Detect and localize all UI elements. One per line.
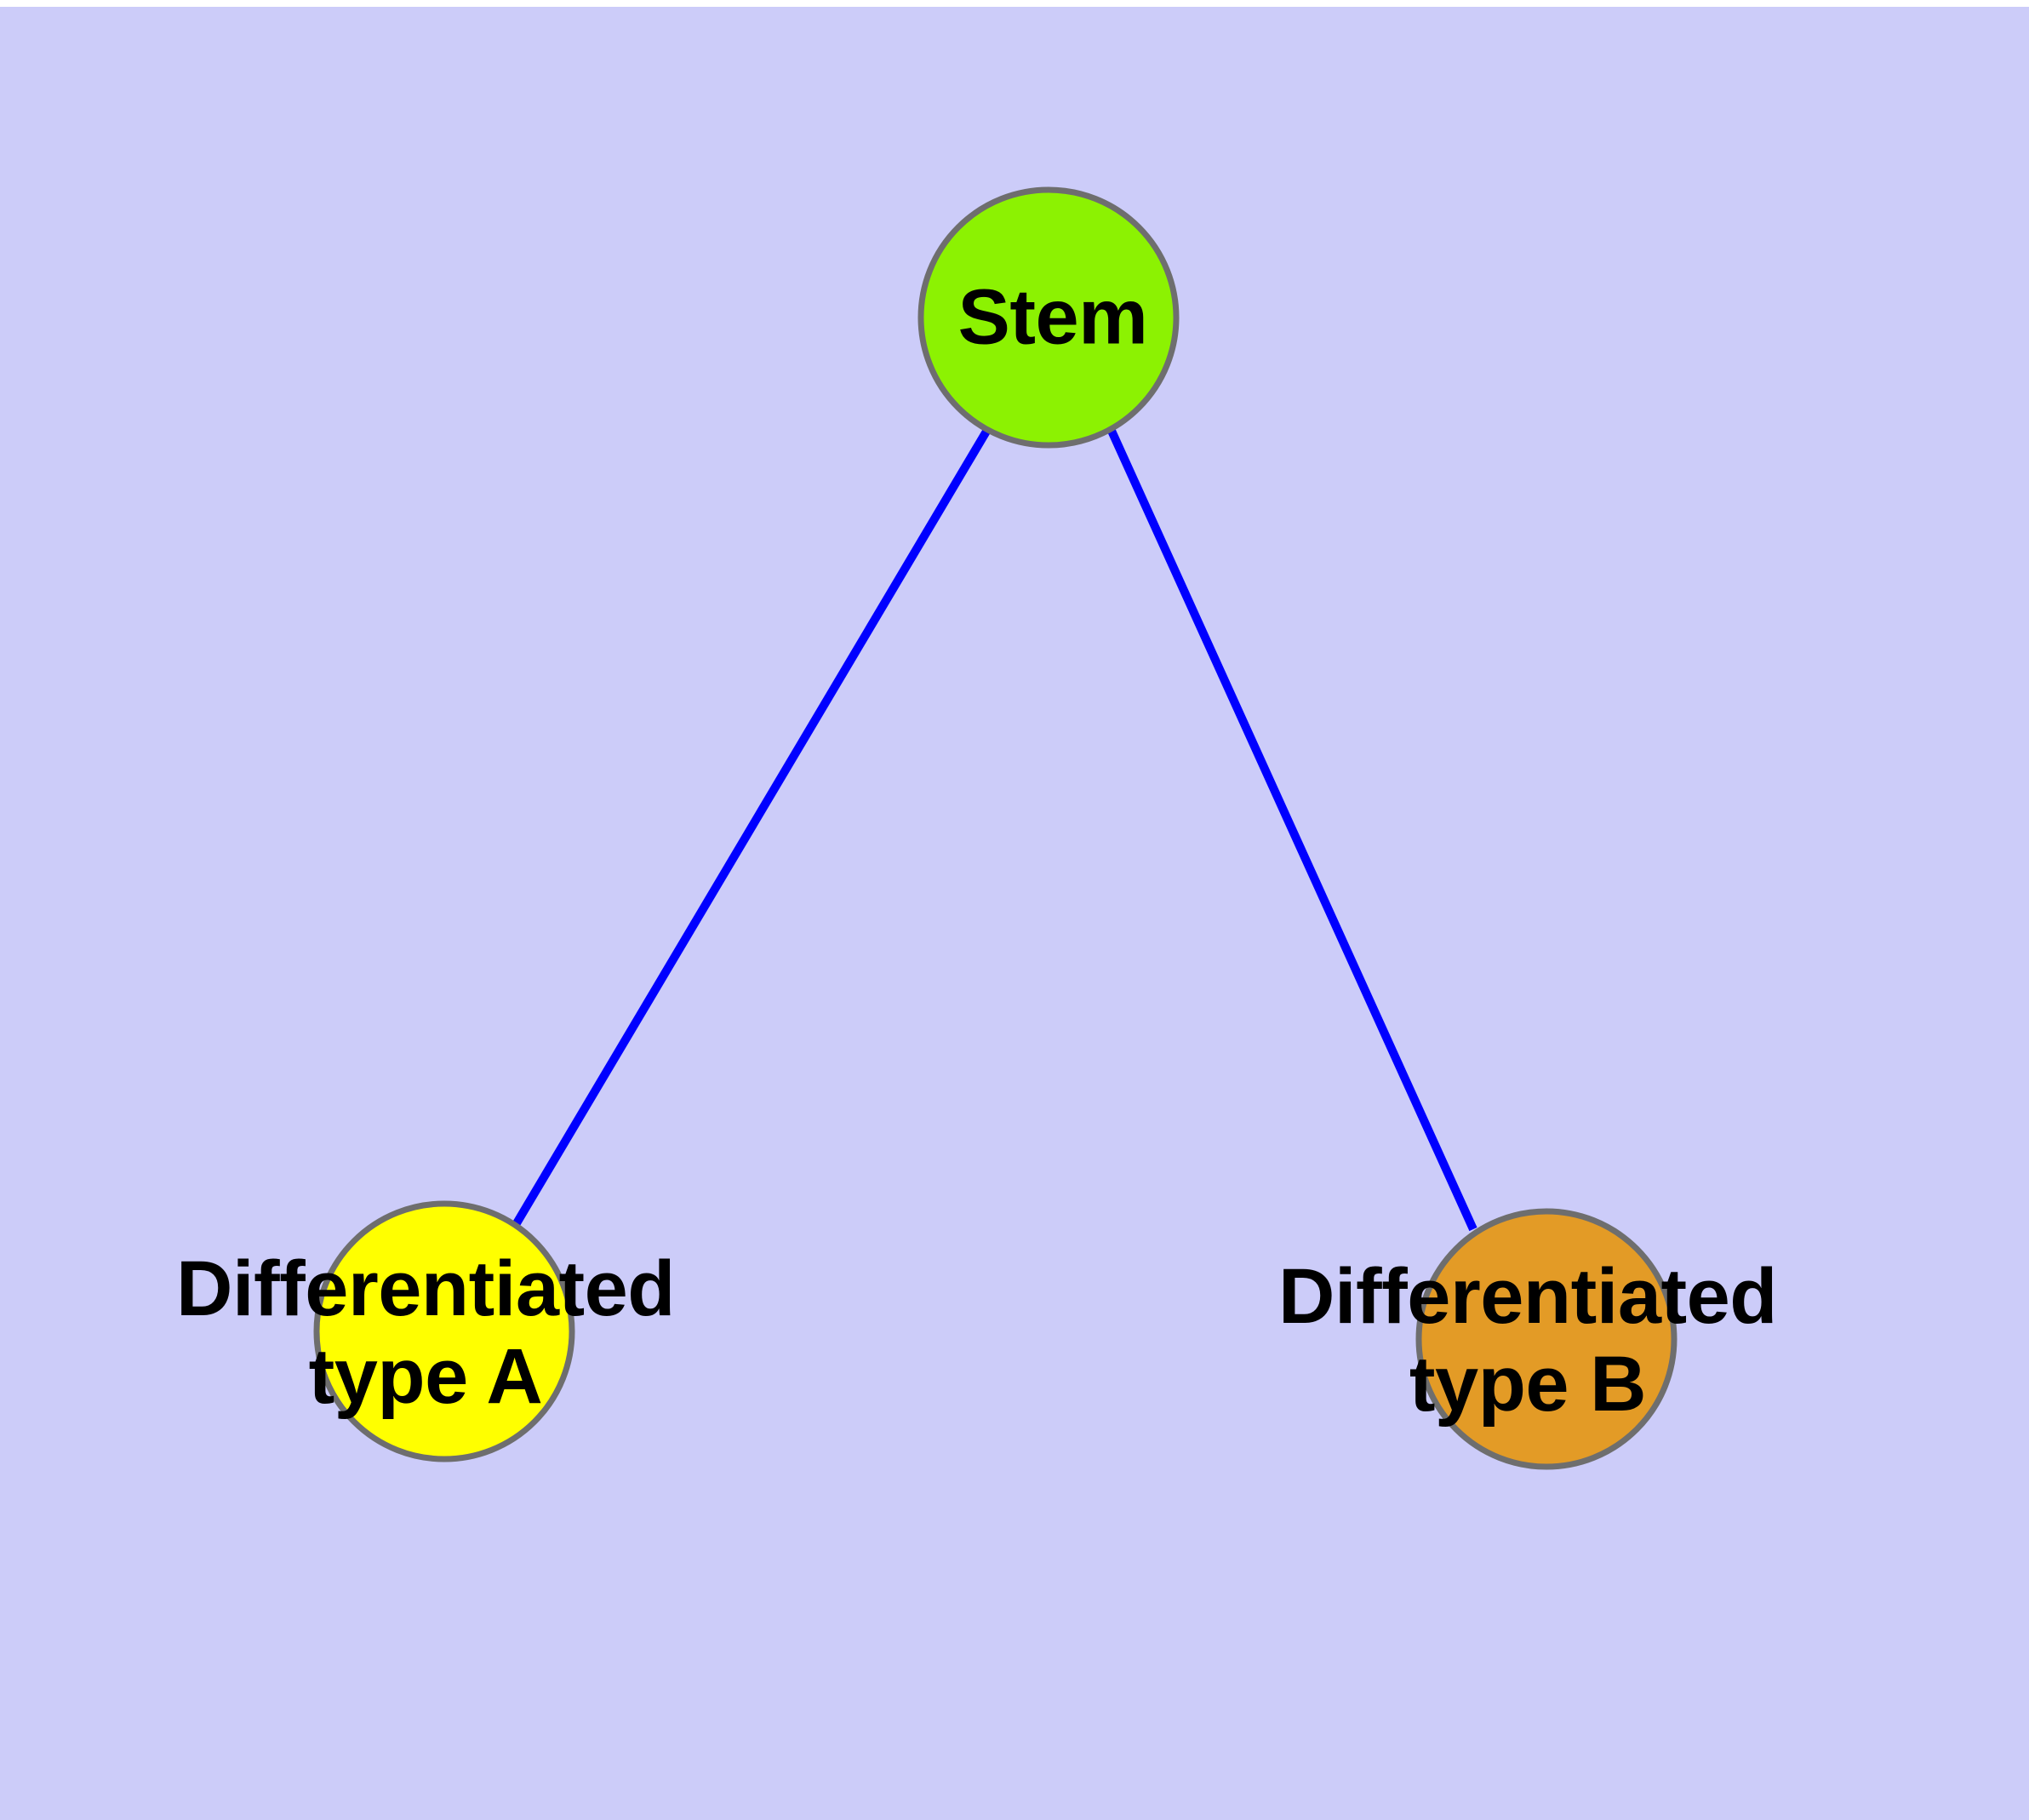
node-circle-stem[interactable] bbox=[917, 186, 1180, 449]
edge-layer bbox=[512, 427, 1477, 1232]
node-layer bbox=[313, 186, 1677, 1470]
node-circle-differentiated-type-b[interactable] bbox=[1415, 1208, 1677, 1470]
edge-stem-to-differentiated-type-b bbox=[1107, 428, 1477, 1232]
node-circle-differentiated-type-a[interactable] bbox=[313, 1200, 575, 1462]
edge-stem-to-differentiated-type-a bbox=[512, 427, 992, 1226]
